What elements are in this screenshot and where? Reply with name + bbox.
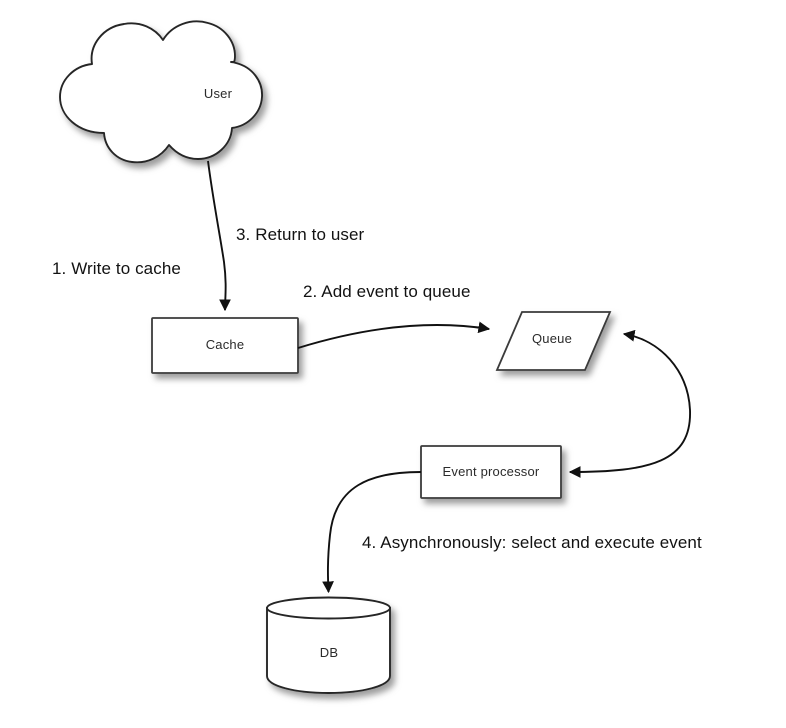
flow-arrow-queue-event-processor (568, 329, 691, 478)
node-user[interactable] (59, 20, 263, 164)
node-label-cache: Cache (205, 337, 245, 352)
flow-arrow-add-event-to-queue (297, 321, 491, 349)
node-db[interactable] (266, 596, 391, 694)
flow-label-step-1: 1. Write to cache (52, 259, 181, 278)
node-label-user: User (203, 86, 233, 101)
flow-arrow-execute-event-to-db (322, 471, 422, 594)
node-label-event-processor: Event processor (442, 464, 540, 479)
flow-arrow-write-to-cache (207, 160, 231, 312)
node-label-db: DB (319, 645, 339, 660)
node-cache[interactable] (151, 317, 299, 374)
node-label-queue: Queue (531, 331, 573, 346)
flow-label-step-4: 4. Asynchronously: select and execute ev… (362, 533, 702, 552)
flow-label-step-3: 3. Return to user (236, 225, 365, 244)
flow-label-step-2: 2. Add event to queue (303, 282, 471, 301)
